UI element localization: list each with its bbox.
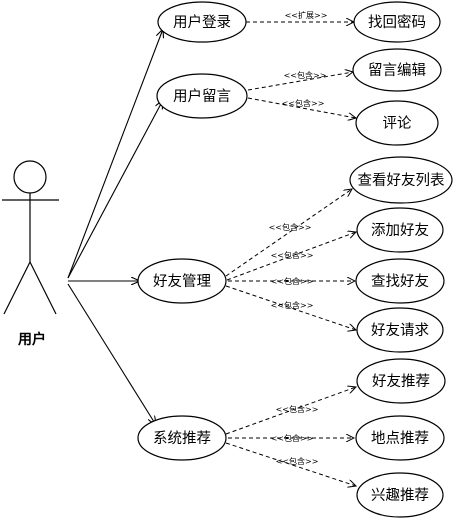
assoc-message (67, 100, 163, 279)
use-case-label: 好友管理 (153, 273, 211, 290)
label-include-rec-interests: <<包含>> (276, 456, 319, 466)
use-case-label: 好友请求 (371, 322, 429, 339)
use-case-friend-management: 好友管理 (137, 258, 227, 304)
associations (67, 29, 163, 425)
label-include-view: <<包含>> (269, 222, 312, 232)
include-friend-add (226, 232, 356, 281)
assoc-system-recommendation (67, 283, 156, 425)
use-case-recommend-places: 地点推荐 (355, 415, 445, 461)
actor-left-leg (3, 261, 31, 315)
use-case-label: 添加好友 (371, 222, 429, 239)
use-case-comment: 评论 (355, 100, 439, 146)
assoc-login (67, 29, 163, 279)
use-case-view-friend-list: 查看好友列表 (349, 156, 453, 204)
use-case-recommend-interests: 兴趣推荐 (356, 472, 444, 518)
include-rec-friends (225, 387, 356, 435)
use-case-label: 评论 (383, 115, 412, 132)
use-case-label: 查找好友 (371, 273, 429, 290)
use-case-login: 用户登录 (157, 1, 247, 43)
use-case-recommend-friends: 好友推荐 (356, 358, 446, 404)
stereotype-labels: <<扩展>> <<包含>> <<包含>> <<包含>> <<包含>> <<包含>… (269, 10, 328, 466)
use-case-system-recommendation: 系统推荐 (137, 415, 227, 461)
include-message-edit (247, 72, 353, 91)
use-case-recover-password: 找回密码 (353, 1, 441, 43)
use-case-label: 用户登录 (173, 14, 231, 31)
label-include-rec-friends: <<包含>> (276, 404, 319, 414)
dependencies (225, 22, 356, 486)
use-case-edit-message: 留言编辑 (352, 48, 442, 92)
use-case-add-friend: 添加好友 (356, 207, 444, 253)
actor-label: 用户 (18, 331, 46, 348)
use-case-label: 好友推荐 (372, 373, 430, 390)
include-rec-interests (225, 442, 356, 486)
use-case-friend-request: 好友请求 (356, 307, 444, 353)
use-case-find-friend: 查找好友 (355, 258, 445, 304)
label-include-rec-places: <<包含>> (271, 433, 314, 443)
label-include-edit: <<包含>> (284, 70, 327, 80)
use-case-label: 系统推荐 (153, 430, 211, 447)
include-message-comment (247, 97, 356, 118)
use-case-label: 用户留言 (173, 88, 231, 105)
label-extend: <<扩展>> (285, 10, 328, 20)
include-friend-view (225, 189, 352, 277)
label-include-add: <<包含>> (271, 250, 314, 260)
label-include-find: <<包含>> (271, 276, 314, 286)
label-include-request: <<包含>> (271, 300, 314, 310)
use-case-label: 查看好友列表 (358, 172, 445, 189)
actor-user: 用户 (2, 160, 59, 348)
use-case-label: 地点推荐 (371, 430, 429, 447)
use-case-label: 留言编辑 (368, 62, 426, 79)
actor-head (13, 160, 47, 194)
use-case-label: 兴趣推荐 (371, 487, 429, 504)
label-include-comment: <<包含>> (282, 98, 325, 108)
use-case-label: 找回密码 (368, 14, 426, 31)
include-friend-request (225, 285, 356, 330)
actor-right-leg (29, 261, 57, 315)
use-case-message: 用户留言 (156, 73, 248, 119)
